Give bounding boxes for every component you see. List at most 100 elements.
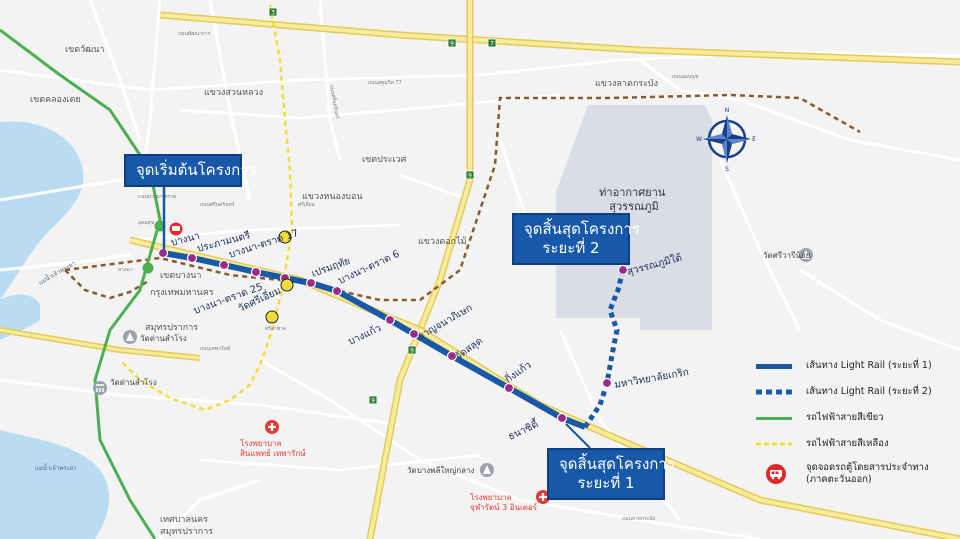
yellow-line-route	[119, 4, 294, 412]
legend-label: รถไฟฟ้าสายสีเขียว	[806, 412, 884, 423]
district-label: เขตคลองเตย	[30, 95, 81, 105]
airport-line: สุวรรณภูมิ	[609, 200, 658, 213]
yellow-station-3-icon	[265, 310, 279, 324]
district-label: เขตประเวศ	[362, 155, 407, 165]
route-shield: 9	[465, 170, 475, 180]
callout-start: จุดเริ่มต้นโครงการ	[124, 154, 257, 187]
legend-item-bus-terminal: จุดจอดรถตู้โดยสารประจำทาง (ภาคตะวันออก)	[756, 457, 956, 491]
station-marker	[250, 266, 262, 278]
compass-w: W	[696, 136, 702, 143]
landmark-label: วัดศรีวารีน้อย	[763, 251, 810, 260]
callout-end-phase1-pointer	[565, 423, 591, 449]
landmark-label: วัดด่านสำโรง	[140, 333, 187, 343]
district-label: แขวงหนองบอน	[302, 192, 363, 202]
callout-end-phase2: จุดสิ้นสุดโครงการ ระยะที่ 2	[512, 213, 640, 265]
lrt-phase2-route	[582, 269, 626, 429]
green-line-route	[0, 28, 162, 539]
callout-end-phase1: จุดสิ้นสุดโครงการ ระยะที่ 1	[547, 448, 675, 500]
district-label: เขตบางนา	[160, 271, 201, 281]
station-marker	[446, 350, 458, 362]
station-marker	[186, 252, 198, 264]
compass-n: N	[725, 107, 730, 114]
district-label: เขตวัฒนา	[65, 45, 104, 55]
hospital-label: โรงพยาบาล จุฬารัตน์ 3 อินเตอร์	[470, 492, 538, 512]
district-line: สมุทรปราการ	[160, 527, 213, 537]
route-shield-number: 9	[450, 41, 454, 48]
hospital-line: โรงพยาบาล	[240, 438, 282, 448]
callout-end-phase1-line2: ระยะที่ 1	[577, 474, 635, 492]
district-label-line1: เทศบาลนคร สมุทรปราการ	[160, 515, 213, 537]
route-shield-number: 9	[371, 398, 375, 405]
compass-star	[703, 115, 751, 163]
station-marker	[384, 314, 396, 326]
landmark-line: วัดด่านสำโรง	[110, 377, 157, 387]
callout-end-phase2-line2: ระยะที่ 2	[542, 239, 600, 257]
route-shield: 9	[407, 345, 417, 355]
station-marker	[503, 382, 515, 394]
route-shield-number: 7	[490, 41, 494, 48]
route-shield: 7	[487, 38, 497, 48]
road-label: ศรีเอี่ยม	[298, 201, 315, 208]
museum-glyph	[96, 384, 104, 392]
route-shield-number: 3	[271, 10, 275, 17]
legend-green-line	[756, 416, 792, 420]
hospital-label: โรงพยาบาล สินแพทย์ เทพารักษ์	[240, 438, 306, 458]
map-legend: เส้นทาง Light Rail (ระยะที่ 1) เส้นทาง L…	[756, 353, 956, 491]
route-shield: 9	[368, 395, 378, 405]
district-label: แขวงลาดกระบัง	[595, 79, 658, 89]
station-marker	[408, 328, 420, 340]
temple-glyph-1	[802, 250, 810, 259]
compass-s: S	[725, 166, 729, 173]
river-label: แม่น้ำเจ้าพระยา	[35, 462, 77, 472]
station-marker	[218, 259, 230, 271]
route-shield: 9	[447, 38, 457, 48]
station-marker	[617, 264, 629, 276]
green-station-bangna-icon	[142, 262, 154, 274]
temple-glyph-2	[126, 332, 134, 341]
hospital-cross-1	[268, 423, 276, 431]
road-label: ถนนพัฒนาการ	[178, 31, 211, 37]
hospital-line: สินแพทย์ เทพารักษ์	[240, 448, 306, 458]
province-boundary	[64, 93, 861, 302]
route-shield-number: 9	[410, 348, 414, 355]
airport-label: ท่าอากาศยาน สุวรรณภูมิ	[599, 186, 669, 213]
station-marker	[601, 377, 613, 389]
station-marker	[305, 277, 317, 289]
legend-item-lrt-phase2: เส้นทาง Light Rail (ระยะที่ 2)	[756, 379, 956, 405]
road-label: ถนนเทพารักษ์	[200, 345, 231, 352]
legend-bus-icon	[766, 464, 786, 484]
road-label: ถนนลาดกระบัง	[622, 516, 656, 522]
district-label: สมุทรปราการ	[145, 323, 198, 333]
legend-item-lrt-phase1: เส้นทาง Light Rail (ระยะที่ 1)	[756, 353, 956, 379]
landmark-icons	[93, 220, 813, 504]
yellow-station-2-icon	[280, 278, 294, 292]
hospital-line: จุฬารัตน์ 3 อินเตอร์	[470, 502, 538, 512]
route-shield: 3	[268, 7, 278, 17]
legend-label: รถไฟฟ้าสายสีเหลือง	[806, 438, 889, 449]
callout-start-line: จุดเริ่มต้นโครงการ	[136, 161, 257, 179]
road-label: อุดมสุข	[138, 220, 154, 226]
district-line: เทศบาลนคร	[160, 515, 208, 525]
legend-dashed-yellow-line	[756, 442, 792, 446]
road-label: ศรีลาซาล	[265, 325, 286, 332]
station-marker	[556, 412, 568, 424]
river-upper	[0, 121, 84, 301]
temple-glyph-3	[483, 465, 491, 474]
river-lower	[0, 430, 110, 539]
hospital-line: โรงพยาบาล	[470, 492, 512, 502]
station-marker	[331, 285, 343, 297]
airport-line: ท่าอากาศยาน	[599, 186, 666, 199]
yellow-station-1-icon	[278, 230, 292, 244]
route-shields: 9 9 9 9 7 3	[268, 7, 497, 405]
compass-star-highlight	[703, 115, 751, 163]
legend-item-yellow-line: รถไฟฟ้าสายสีเหลือง	[756, 431, 956, 457]
compass-rose: N E S W	[696, 107, 756, 173]
legend-label: จุดจอดรถตู้โดยสารประจำทาง (ภาคตะวันออก)	[806, 462, 929, 485]
road-label: ถนนสุขุมวิท 77	[368, 79, 402, 86]
stations	[157, 247, 629, 424]
legend-solid-blue-line	[756, 363, 792, 369]
landmark-label: วัดบางพลีใหญ่กลาง	[407, 466, 475, 475]
